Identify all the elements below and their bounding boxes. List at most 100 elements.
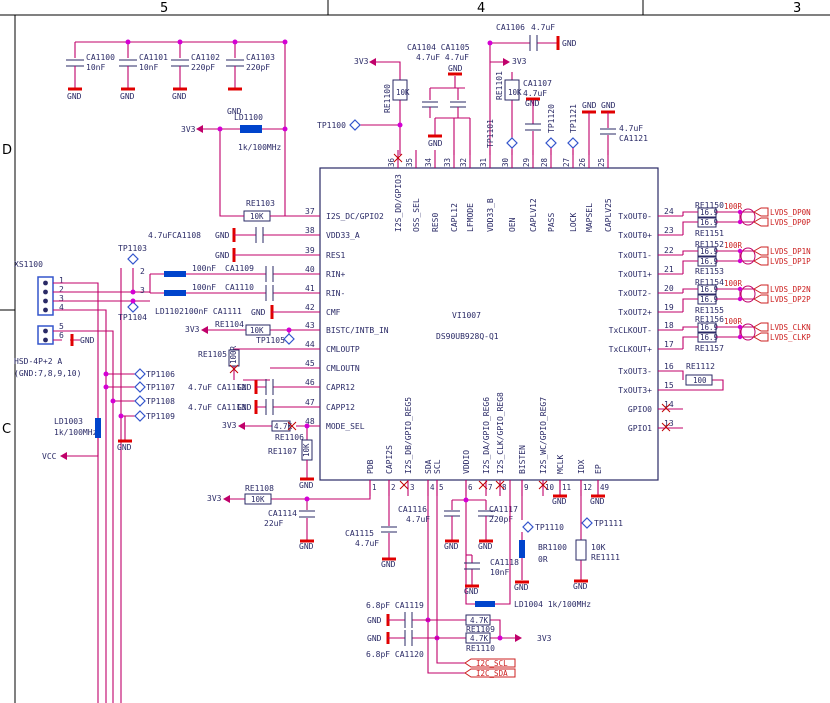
ic-pin-8-num: 8 xyxy=(502,483,507,492)
lvds-resistor-val: 16.9 xyxy=(700,208,718,217)
re1108-ref: RE1108 xyxy=(245,484,274,493)
ca1104-ca1105-refs: CA1104 CA1105 xyxy=(407,43,470,52)
re1100-val: 10K xyxy=(396,88,410,97)
ic-pin-12-num: 12 xyxy=(583,483,592,492)
ic-pin-32-num: 32 xyxy=(459,158,468,167)
tp1104-icon[interactable] xyxy=(127,301,139,313)
ic-pin-16-name: TxOUT3- xyxy=(618,367,652,376)
gnd-label: GND xyxy=(381,560,396,569)
cap-ca1100: CA1100 10nF GND xyxy=(66,53,115,101)
ic-pin-37-name: I2S_DC/GPIO2 xyxy=(326,212,384,221)
net-3v3-label: 3V3 xyxy=(537,634,552,643)
tp1120-icon[interactable] xyxy=(545,137,557,149)
br1100-ref: BR1100 xyxy=(538,543,567,552)
ic-vi1007: VI1007 DS90UB928Q-Q1 37I2S_DC/GPIO238VDD… xyxy=(300,150,683,496)
ld1100-ref: LD1100 xyxy=(234,113,263,122)
ic-pin-20-name: TxOUT2- xyxy=(618,289,652,298)
tp1103-icon[interactable] xyxy=(127,253,139,265)
ic-pin-6-name: VDDIO xyxy=(462,450,471,474)
ic-pin-8-name: I2S_CLK/GPIO_REG8 xyxy=(496,392,505,474)
lvds-resistor-val: 16.9 xyxy=(700,333,718,342)
ic-bottom-pins: 1PDB2CAPI2S3I2S_DB/GPIO_REG54SDA5SCL6VDD… xyxy=(366,392,609,496)
tp1103-label: TP1103 xyxy=(118,244,147,253)
caps-ca1104-ca1105: CA1104 CA1105 4.7uF 4.7uF GND GND xyxy=(407,43,471,155)
conn-pin-3: 3 xyxy=(59,294,64,303)
ic-pin-25-num: 25 xyxy=(597,158,606,167)
ca1116-val: 4.7uF xyxy=(406,515,430,524)
resistor-re1112: 100 RE1112 xyxy=(658,362,724,391)
tp1107-label: TP1107 xyxy=(146,383,175,392)
ca1107-ref: CA1107 xyxy=(523,79,552,88)
ca1115-val: 4.7uF xyxy=(355,539,379,548)
ld1003-ref: LD1003 xyxy=(54,417,83,426)
ic-pin-12-name: IDX xyxy=(577,459,586,474)
tp1106-icon[interactable] xyxy=(134,368,146,380)
ic-pin-19-num: 19 xyxy=(664,303,674,312)
ic-pin-28-num: 28 xyxy=(540,157,549,167)
xs1100-ref: XS1100 xyxy=(14,260,43,269)
re1110-ref: RE1110 xyxy=(466,644,495,653)
re1101-val: 10K xyxy=(508,88,522,97)
zone-label-4: 4 xyxy=(477,1,485,16)
tp1110-icon[interactable] xyxy=(522,521,534,533)
ic-pin-35-num: 35 xyxy=(405,158,414,167)
tp1109-label: TP1109 xyxy=(146,412,175,421)
re1112-ref: RE1112 xyxy=(686,362,715,371)
ca1100-val: 10nF xyxy=(86,63,105,72)
ic-pin-34-name: RES0 xyxy=(431,213,440,232)
ic-pin-25-name: CAPLV25 xyxy=(604,198,613,232)
lvds-net-label: LVDS_DP2P xyxy=(770,295,811,304)
top-decoupling: CA1100 10nF GND CA1101 10nF GND CA1102 2… xyxy=(66,39,288,130)
ic-pin-48-num: 48 xyxy=(305,417,315,426)
ic-pin-5-num: 5 xyxy=(439,483,444,492)
tp1121-icon[interactable] xyxy=(567,137,579,149)
re1106-val: 4.7K xyxy=(274,422,293,431)
tp1111-label: TP1111 xyxy=(594,519,623,528)
lvds-term-label: 100R xyxy=(724,241,743,250)
ca1121-ref: CA1121 xyxy=(619,134,648,143)
lvds-net-label: LVDS_DP1N xyxy=(770,247,811,256)
ic-pin-34-num: 34 xyxy=(424,157,433,167)
tp1108-icon[interactable] xyxy=(134,395,146,407)
lvds-net-label: LVDS_DP2N xyxy=(770,285,811,294)
ca1109-ref: CA1109 xyxy=(225,264,254,273)
cap-ca1101: CA1101 10nF GND xyxy=(119,53,168,101)
ic-pin-24-name: TxOUT0- xyxy=(618,212,652,221)
ic-pin-33-name: CAPL12 xyxy=(450,203,459,232)
gnd-label: GND xyxy=(601,101,616,110)
ic-pin-9-num: 9 xyxy=(524,483,529,492)
gnd-label: GND xyxy=(299,542,314,551)
ic-pin-24-num: 24 xyxy=(664,207,674,216)
tp1105-icon[interactable] xyxy=(283,333,295,345)
ic-pin-23-num: 23 xyxy=(664,226,674,235)
ca1103-val: 220pF xyxy=(246,63,270,72)
ca1108-label: 4.7uFCA1108 xyxy=(148,231,201,240)
conn-net-2: 2 xyxy=(140,267,145,276)
ld1100-val: 1k/100MHz xyxy=(238,143,282,152)
tp1101-icon[interactable] xyxy=(506,137,518,149)
ic-pin-22-name: TxOUT1- xyxy=(618,251,652,260)
tp1106-label: TP1106 xyxy=(146,370,175,379)
tp1109-icon[interactable] xyxy=(134,410,146,422)
ic-pin-43-num: 43 xyxy=(305,321,315,330)
ic-pin-27-num: 27 xyxy=(562,158,571,167)
tp1107-icon[interactable] xyxy=(134,381,146,393)
ic-pin-38-name: VDD33_A xyxy=(326,231,360,240)
re1112-val: 100 xyxy=(693,376,707,385)
ic-pin-45-num: 45 xyxy=(305,359,315,368)
ic-pin-29-num: 29 xyxy=(522,158,531,167)
tp1100-icon[interactable] xyxy=(349,119,361,131)
gnd-label: GND xyxy=(227,107,242,116)
lvds-net-label: LVDS_DP1P xyxy=(770,257,811,266)
tp1111-icon[interactable] xyxy=(581,517,593,529)
tp1121-label: TP1121 xyxy=(569,104,578,133)
lvds-resistor-val: 16.9 xyxy=(700,218,718,227)
re1101-ref: RE1101 xyxy=(495,71,504,100)
zone-label-3: 3 xyxy=(793,1,801,16)
ca1119-label: 6.8pF CA1119 xyxy=(366,601,424,610)
ic-pin-32-name: LFMODE xyxy=(466,203,475,232)
ic-pin-2-num: 2 xyxy=(391,483,396,492)
conn-pin-4: 4 xyxy=(59,303,64,312)
lvds-net-label: LVDS_CLKP xyxy=(770,333,811,342)
